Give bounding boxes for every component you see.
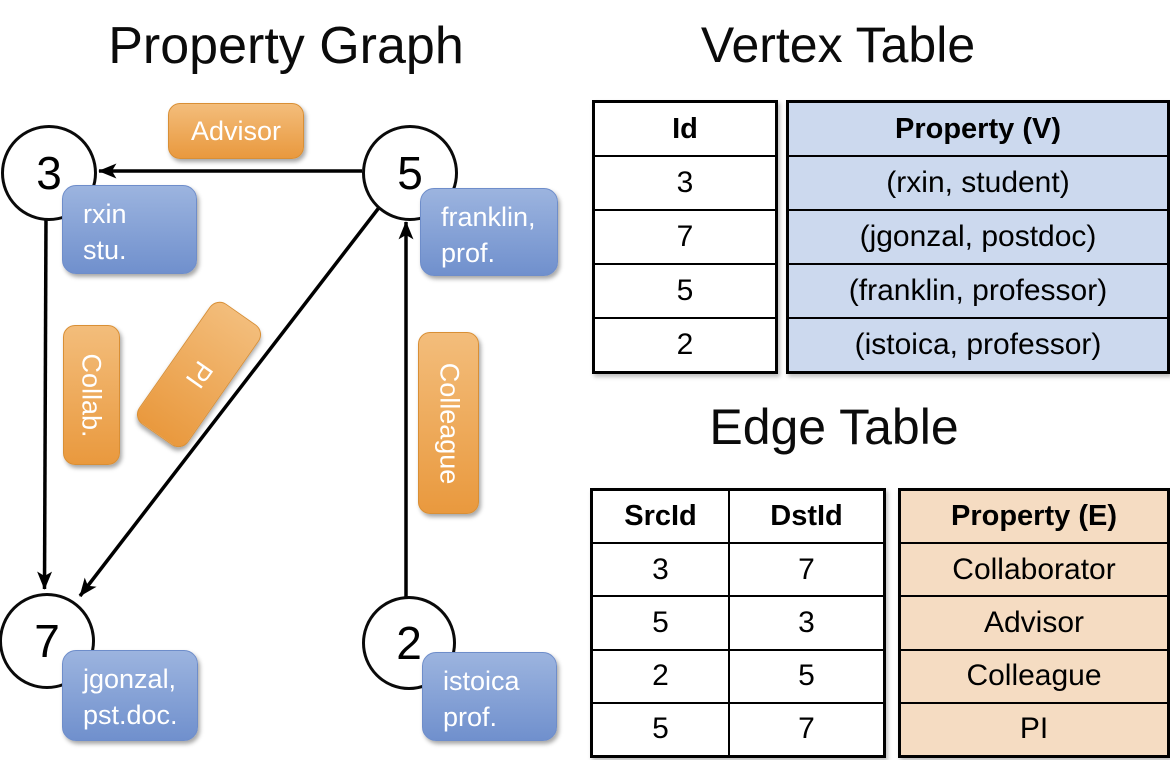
vertex-id-cell: 3 — [676, 166, 694, 199]
vertex-table-property-column: Property (V) (rxin, student) (jgonzal, p… — [786, 100, 1170, 374]
graph-node-2-id: 2 — [396, 617, 422, 669]
table-row: 7 — [595, 209, 775, 263]
edge-table: SrcId DstId 3 7 5 3 2 5 5 7 Property (E) — [590, 488, 1170, 758]
edge-dst-cell: 5 — [798, 659, 815, 693]
vertex-property-7-line1: jgonzal, — [83, 664, 177, 694]
vertex-table-title: Vertex Table — [700, 17, 976, 73]
table-row: (istoica, professor) — [789, 317, 1167, 371]
vertex-table-id-header-row: Id — [595, 103, 775, 155]
vertex-property-2-line2: prof. — [443, 701, 498, 732]
edge-table-property-header: Property (E) — [951, 500, 1117, 533]
edge-table-title: Edge Table — [709, 399, 959, 455]
vertex-id-cell: 7 — [676, 220, 694, 253]
table-row: 3 7 — [593, 542, 883, 596]
vertex-property-box-3: rxin stu. — [62, 185, 197, 274]
vertex-property-cell: (franklin, professor) — [848, 274, 1108, 307]
edge-property-cell: PI — [1019, 712, 1049, 746]
edge-label-colleague: Colleague — [418, 332, 479, 514]
table-row: 3 — [595, 155, 775, 209]
edge-src-cell: 5 — [593, 703, 730, 756]
table-row: (franklin, professor) — [789, 263, 1167, 317]
table-row: PI — [901, 701, 1167, 755]
vertex-property-box-7: jgonzal, pst.doc. — [62, 650, 198, 741]
vertex-table-id-column: Id 3 7 5 2 — [592, 100, 778, 374]
edge-label-collab-text: Collab. — [77, 352, 108, 438]
vertex-property-cell: (istoica, professor) — [854, 328, 1102, 361]
edge-table-property-column: Property (E) Collaborator Advisor Collea… — [898, 488, 1170, 758]
edge-src-cell: 2 — [593, 650, 730, 702]
vertex-id-cell: 5 — [676, 274, 694, 307]
table-row: Advisor — [901, 595, 1167, 648]
vertex-property-cell: (jgonzal, postdoc) — [859, 220, 1097, 253]
edge-property-cell: Advisor — [983, 606, 1085, 639]
graph-node-2: 2 — [362, 596, 456, 690]
edge-5-to-7-pi-arrow — [78, 203, 383, 598]
graph-node-5: 5 — [362, 125, 458, 221]
table-row: 5 — [595, 263, 775, 317]
vertex-id-cell: 2 — [676, 328, 694, 361]
vertex-property-3-line1: rxin — [83, 199, 127, 229]
edge-table-srcid-header: SrcId — [593, 491, 730, 543]
vertex-property-5-line2: prof. — [441, 237, 496, 268]
vertex-property-3-line2: stu. — [83, 234, 127, 265]
vertex-table-property-header: Property (V) — [895, 112, 1061, 145]
edge-label-pi-text: PI — [179, 355, 220, 394]
table-row: 2 — [595, 317, 775, 371]
edge-dst-cell: 3 — [798, 606, 815, 639]
table-row: 2 5 — [593, 648, 883, 702]
edge-src-cell: 3 — [593, 544, 730, 596]
vertex-table: Id 3 7 5 2 Property (V) (rxin, student) — [592, 100, 1170, 374]
vertex-property-cell: (rxin, student) — [886, 166, 1070, 199]
graph-node-3-id: 3 — [36, 147, 62, 199]
table-row: Collaborator — [901, 542, 1167, 595]
vertex-property-2-line1: istoica — [443, 666, 520, 696]
vertex-property-5-line1: franklin, — [441, 202, 536, 232]
edge-label-colleague-text: Colleague — [434, 362, 464, 484]
property-graph-title: Property Graph — [108, 17, 464, 75]
edge-table-src-dst-columns: SrcId DstId 3 7 5 3 2 5 5 7 — [590, 488, 886, 758]
vertex-property-box-2: istoica prof. — [422, 652, 557, 741]
edge-table-header-row: SrcId DstId — [593, 491, 883, 543]
edge-label-advisor-text: Advisor — [190, 115, 282, 146]
vertex-table-property-header-row: Property (V) — [789, 103, 1167, 155]
edge-property-cell: Collaborator — [952, 552, 1116, 586]
edge-dst-cell: 7 — [798, 712, 815, 746]
table-row: (rxin, student) — [789, 155, 1167, 209]
graph-edges-canvas — [37, 163, 414, 598]
table-row: (jgonzal, postdoc) — [789, 209, 1167, 263]
edge-property-cell: Colleague — [966, 659, 1102, 693]
graph-node-5-id: 5 — [397, 147, 423, 199]
graph-node-7-id: 7 — [34, 615, 60, 667]
edge-table-property-header-row: Property (E) — [901, 491, 1167, 542]
vertex-table-id-header: Id — [672, 112, 698, 145]
edge-src-cell: 5 — [593, 597, 730, 649]
edge-table-dstid-header: DstId — [770, 500, 843, 533]
edge-dst-cell: 7 — [798, 552, 815, 586]
edge-label-advisor: Advisor — [168, 103, 304, 159]
edge-3-to-7-collab-arrow — [37, 213, 53, 590]
table-row: 5 7 — [593, 701, 883, 756]
edge-label-collab: Collab. — [63, 325, 120, 465]
vertex-property-7-line2: pst.doc. — [83, 699, 178, 730]
vertex-property-box-5: franklin, prof. — [420, 188, 558, 276]
table-row: Colleague — [901, 648, 1167, 702]
table-row: 5 3 — [593, 595, 883, 649]
